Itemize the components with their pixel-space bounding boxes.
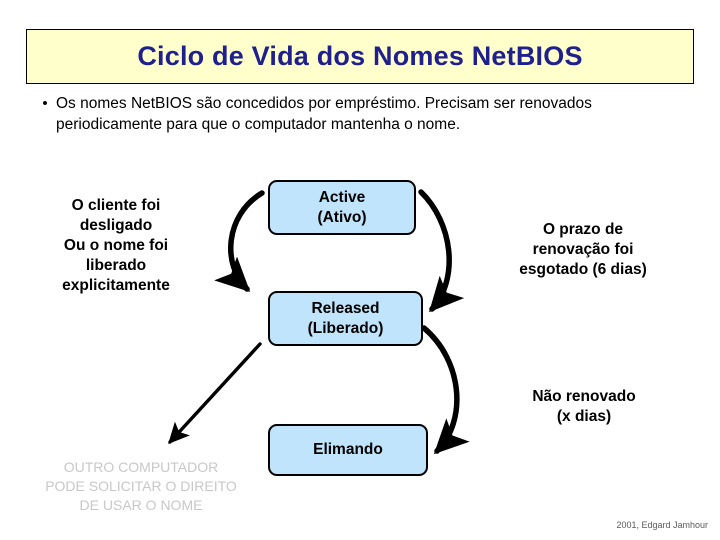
copyright-notice: 2001, Edgard Jamhour (616, 520, 708, 530)
bullet-text: Os nomes NetBIOS são concedidos por empr… (56, 95, 592, 133)
bullet-marker-icon: • (42, 95, 48, 112)
state-box-elimando-label: Elimando (313, 441, 383, 458)
page-title: Ciclo de Vida dos Nomes NetBIOS (137, 41, 583, 71)
annotation-outro-computador: OUTRO COMPUTADOR PODE SOLICITAR O DIREIT… (45, 459, 237, 513)
annotation-not-renewed: Não renovado (x dias) (532, 388, 636, 425)
arrow-active-to-released-left (214, 190, 265, 293)
bullet-item: • Os nomes NetBIOS são concedidos por em… (34, 93, 684, 135)
arrow-released-to-outro-computador (168, 342, 262, 445)
state-box-active-label: Active (Ativo) (317, 188, 367, 226)
state-box-active[interactable]: Active (Ativo) (268, 180, 416, 235)
state-box-released-label: Released (Liberado) (307, 299, 384, 337)
state-box-released[interactable]: Released (Liberado) (268, 291, 423, 346)
slide-title-box: Ciclo de Vida dos Nomes NetBIOS (26, 29, 694, 84)
arrow-released-to-elimando (421, 325, 470, 455)
annotation-client-shutdown: O cliente foi desligado Ou o nome foi li… (62, 197, 170, 294)
annotation-renewal-expired: O prazo de renovação foi esgotado (6 dia… (519, 221, 647, 278)
state-box-elimando[interactable]: Elimando (268, 424, 428, 476)
arrow-active-to-released-right (418, 189, 465, 313)
